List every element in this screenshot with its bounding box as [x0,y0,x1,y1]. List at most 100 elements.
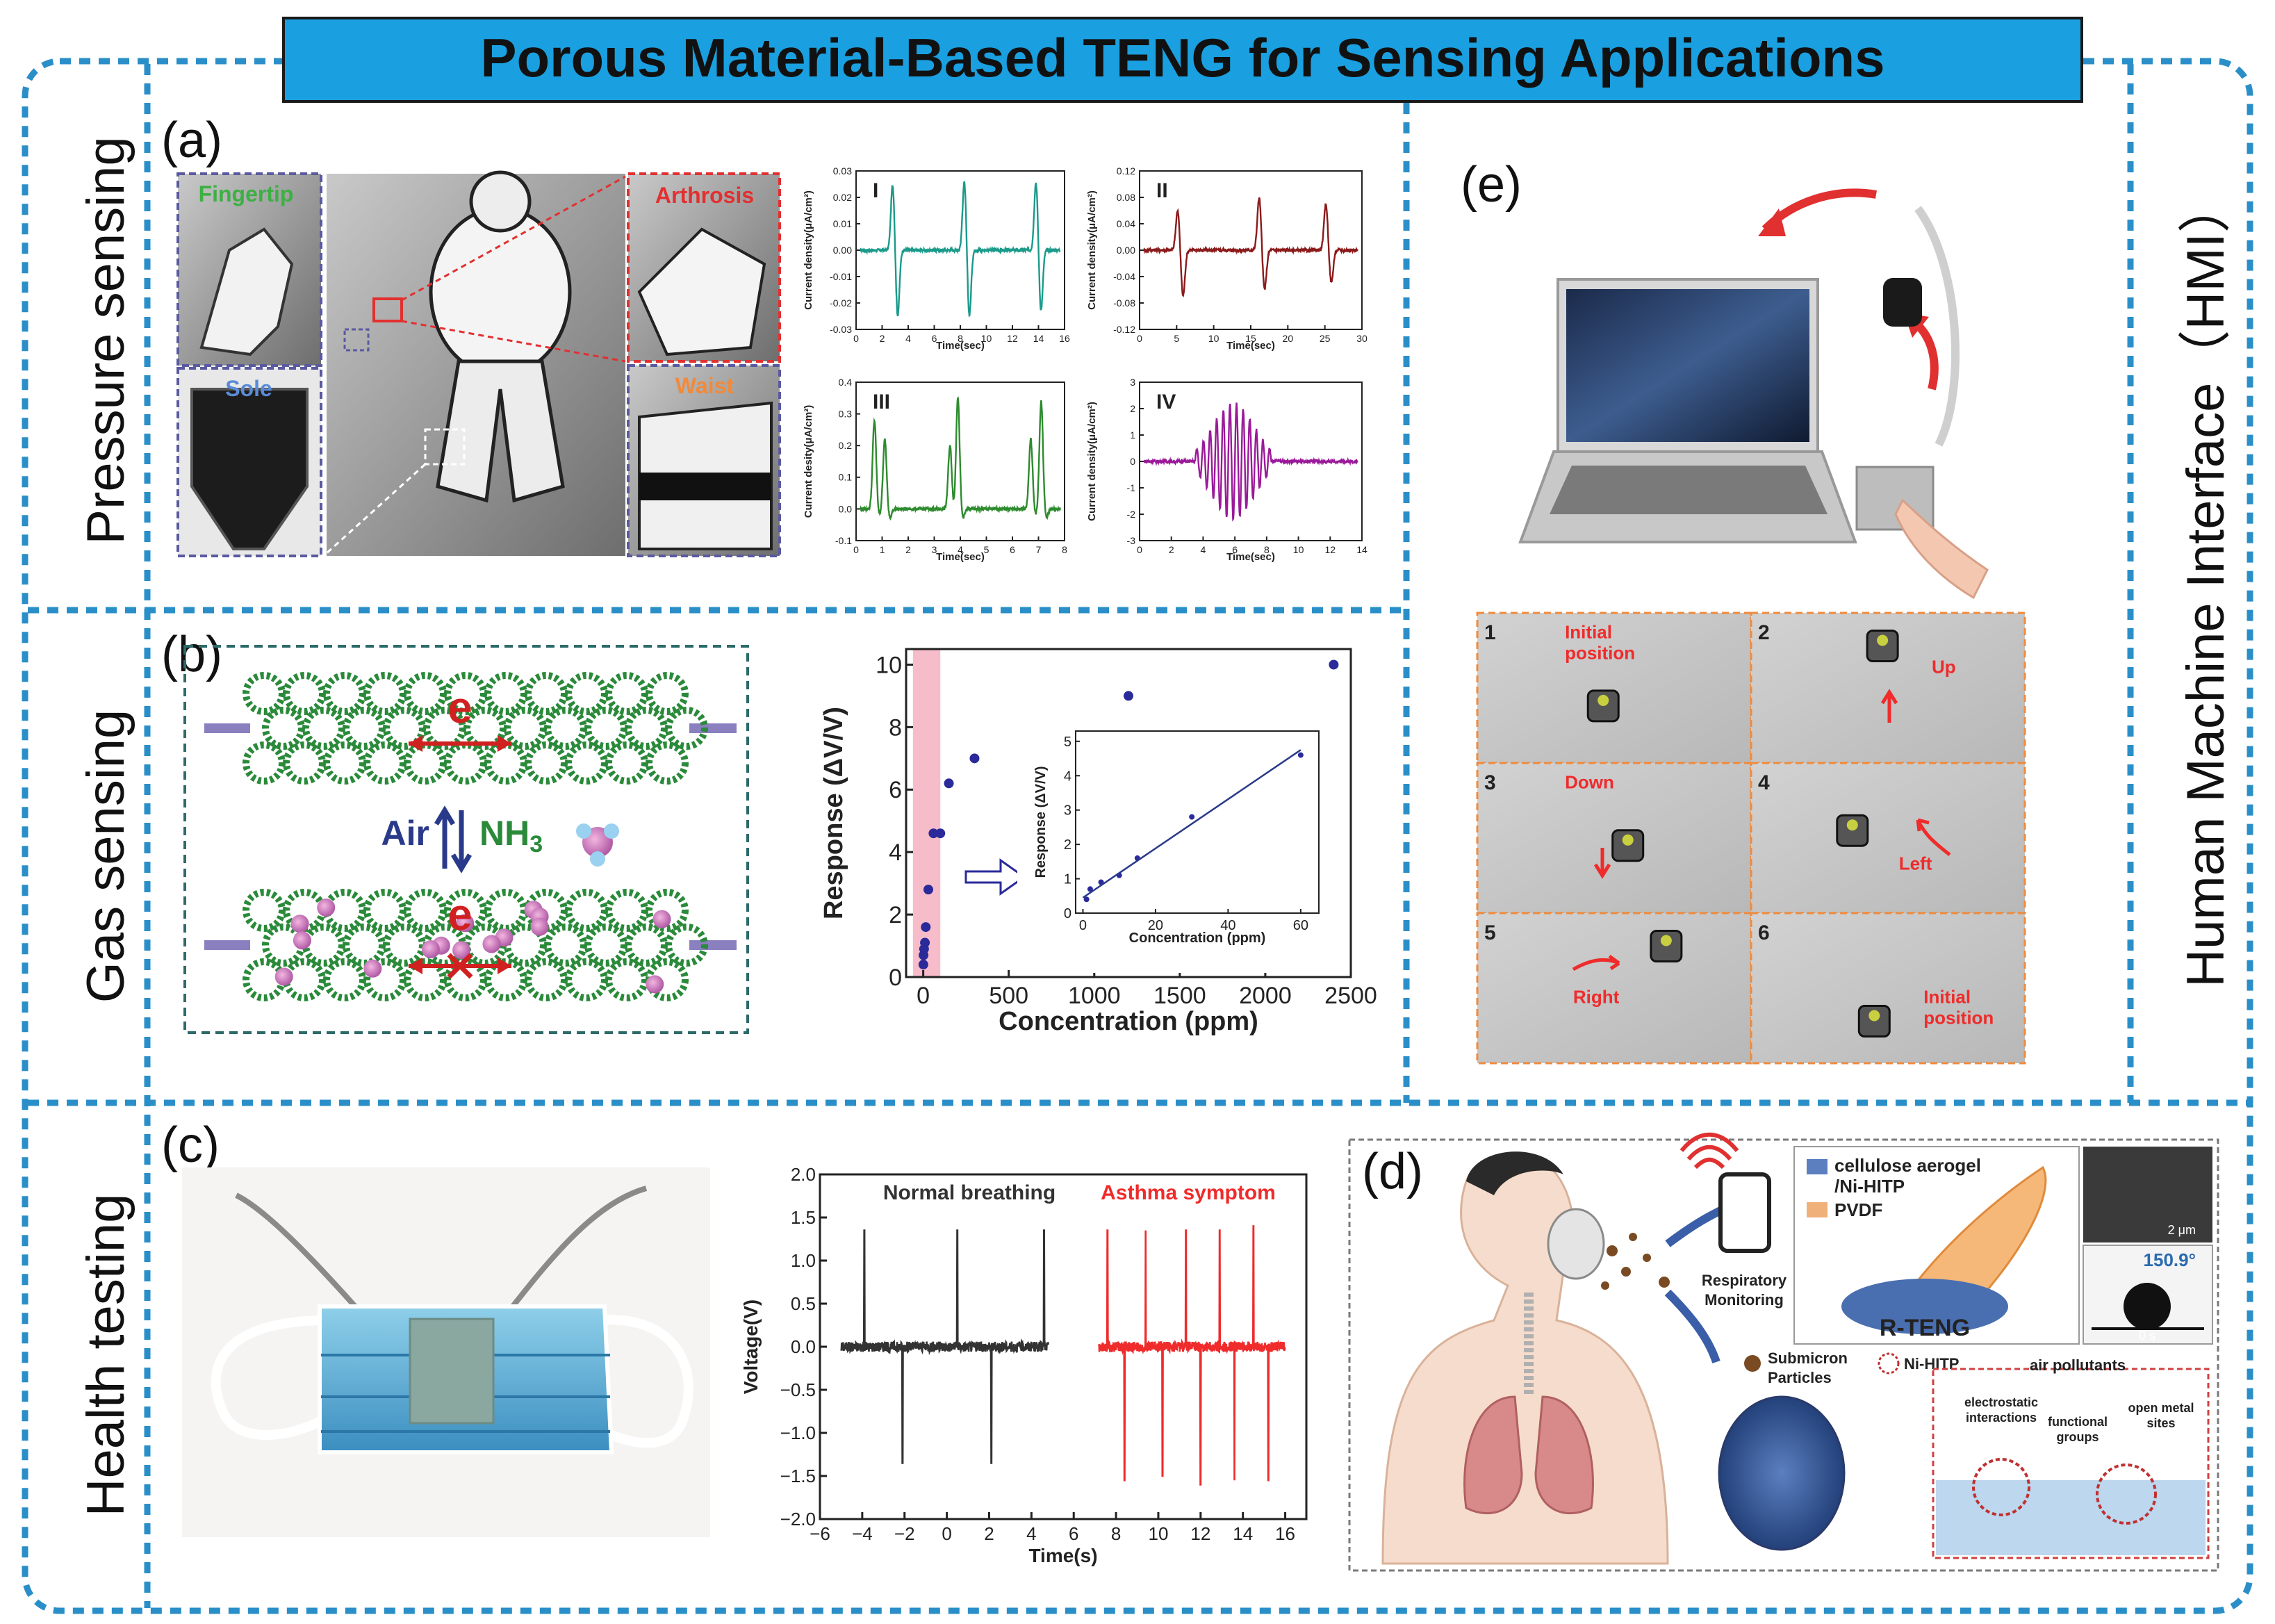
data-point [1329,659,1339,670]
y-tick-label: 2 [1130,403,1135,414]
x-tick-label: 7 [1036,544,1042,555]
framework-ring [484,672,527,715]
framework-ring [323,672,366,715]
robot-body-shape [429,206,572,377]
adsorbed-nh3 [452,941,471,960]
framework-ring [646,741,689,785]
inset-data-point [1297,752,1304,758]
x-axis-label: Concentration (ppm) [999,1007,1258,1036]
adsorbed-nh3 [530,917,549,936]
mask-sensor-patch [409,1318,495,1425]
panel-label-e: (e) [1461,157,1522,213]
robot-led [1846,819,1858,831]
mask-strap-left [235,1192,363,1315]
inset-data-point [1087,886,1093,892]
water-droplet [2124,1283,2171,1330]
x-tick-label: 6 [932,333,937,344]
x-tick-label: 8 [1062,544,1067,555]
section-label-pressure: Pressure sensing [76,136,135,544]
mof-structures [1972,1458,2157,1525]
data-point [969,753,980,764]
submicron-icon [1744,1355,1761,1372]
x-tick-label: 1500 [1153,983,1206,1009]
electrostatic-line-2: interactions [1966,1411,2037,1425]
electron-block-cross [447,953,473,979]
framework-ring [444,741,487,785]
y-tick-label: 0.12 [1117,165,1135,177]
panel-label-d: (d) [1362,1144,1423,1199]
wifi-icon [1679,1132,1739,1170]
panel-d-schematic: Respiratory Monitoring cellulose aerogel… [1348,1132,2219,1572]
y-tick-label: 0.03 [833,165,852,177]
x-axis-label: Time(sec) [1226,551,1275,563]
arrow-down [450,810,473,873]
x-tick-label: 6 [1232,544,1238,555]
framework-ring [343,924,386,967]
framework-ring [404,958,447,1001]
cell-label: Up [1932,656,1956,677]
title: Porous Material-Based TENG for Sensing A… [480,27,1884,88]
adsorbed-nh3 [652,910,671,928]
data-point [935,828,946,839]
up-arrow-icon [1880,689,1898,723]
framework-ring [646,672,689,715]
framework-ring [404,741,447,785]
cell-number: 6 [1758,921,1770,944]
y-tick-label: 0 [1130,456,1135,467]
legend-nihitp: /Ni-HITP [1834,1176,1905,1197]
adsorbed-nh3 [482,935,501,953]
grid-cell [1750,762,2026,914]
adsorbed-nh3 [363,959,382,978]
nh3-molecule-icon [576,823,619,867]
x-tick-label: 8 [1264,544,1270,555]
x-tick-label: 2 [1169,544,1174,555]
y-tick-label: -0.04 [1113,271,1135,282]
mask-earloop-left [211,1315,329,1440]
x-tick-label: 2000 [1239,983,1292,1009]
framework-ring [565,958,608,1001]
left-arrow-icon [1916,818,1951,856]
y-tick-label: 0.02 [833,192,852,203]
framework-ring [605,958,648,1001]
x-tick-label: 12 [1190,1523,1210,1544]
return-arc [1914,206,1960,447]
adsorbed-nh3 [456,914,475,933]
electron-arrowhead-bot-r [498,958,511,974]
framework-ring [565,741,608,785]
framework-ring [584,707,627,750]
grid-cell [1476,912,1752,1065]
lung-right [1534,1395,1594,1515]
panel-a-photos: Fingertip Sole Arthrosis Waist [176,170,781,557]
framework-ring [665,707,708,750]
mechanism-substrate [1936,1480,2206,1555]
x-tick-label: 4 [1026,1523,1036,1544]
sem-scale: 2 μm [2168,1223,2196,1237]
plot-frame [1075,730,1320,914]
x-tick-label: 10 [1148,1523,1168,1544]
x-axis-label: Time(sec) [1226,340,1275,352]
electron-top: e [447,682,473,732]
x-tick-label: 8 [958,333,963,344]
data-point [921,922,931,933]
label-fingertip: Fingertip [199,181,294,206]
x-tick-label: −6 [810,1523,830,1544]
y-tick-label: −2.0 [780,1509,816,1529]
y-tick-label: -1 [1127,482,1136,493]
y-tick-label: 0.2 [839,440,853,451]
series-line [1098,1225,1286,1486]
robot-led [1622,834,1634,846]
data-point [1124,691,1133,701]
framework-ring [404,672,447,715]
framework-ring [484,958,527,1001]
title-banner [282,17,2083,103]
framework-ring [525,672,568,715]
framework-ring [665,924,708,967]
y-tick-label: 10 [876,652,902,678]
x-tick-label: 12 [1324,544,1336,555]
x-tick-label: 2 [905,544,911,555]
zoom-line-1 [401,175,626,302]
framework-ring [625,707,668,750]
